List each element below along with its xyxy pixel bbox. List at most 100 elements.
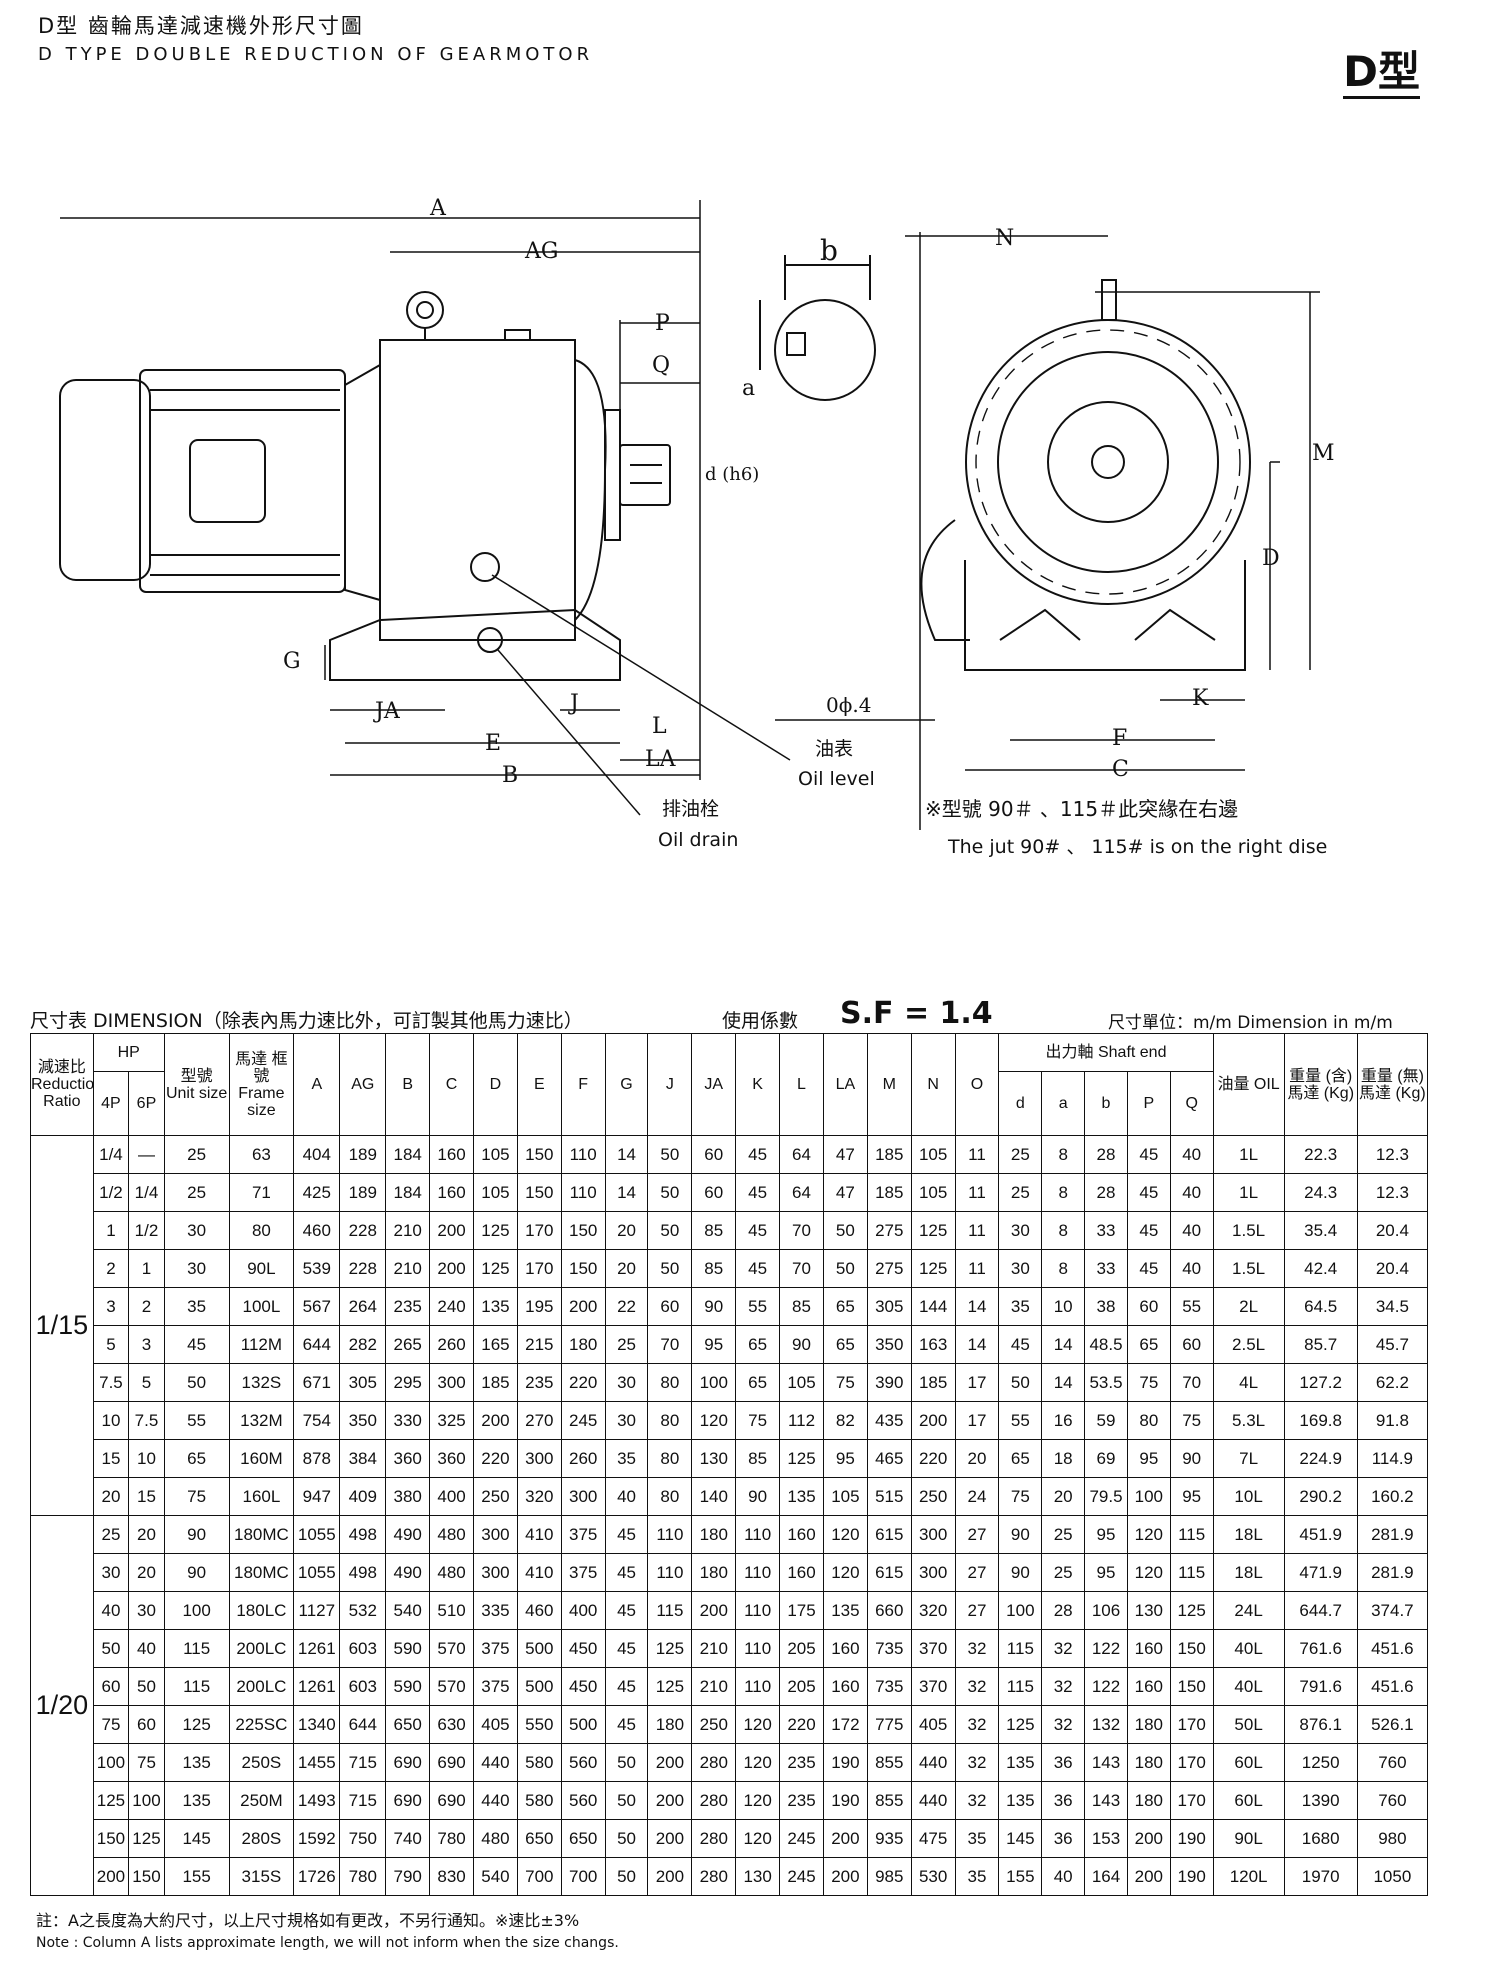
table-cell: 25 bbox=[163, 1135, 230, 1174]
table-cell: 160 bbox=[429, 1135, 474, 1174]
table-cell: 115 bbox=[998, 1667, 1043, 1706]
table-cell: 110 bbox=[735, 1553, 781, 1592]
table-cell: 65 bbox=[163, 1439, 230, 1478]
table-cell: 690 bbox=[429, 1743, 474, 1782]
oil-level-zh: 油表 bbox=[815, 738, 853, 760]
table-cell: 8 bbox=[1041, 1249, 1086, 1288]
table-cell: 200 bbox=[472, 1401, 518, 1440]
table-cell: 40 bbox=[1169, 1249, 1214, 1288]
vent-plug bbox=[504, 329, 531, 341]
header-dim-c: C bbox=[429, 1033, 474, 1136]
table-cell: 172 bbox=[822, 1705, 868, 1744]
table-cell: 132S bbox=[228, 1363, 295, 1402]
table-cell: 11 bbox=[954, 1173, 1000, 1212]
table-cell: 12.3 bbox=[1356, 1173, 1429, 1212]
gearmotor-outline-drawing: A AG P Q b a d (h6) G JA J E B L LA N M … bbox=[59, 196, 1335, 858]
footer: 註：A之長度為大約尺寸，以上尺寸規格如有更改，不另行通知。※速比±3% Note… bbox=[36, 1907, 619, 1951]
table-cell: 275 bbox=[866, 1211, 912, 1250]
table-cell: 105 bbox=[910, 1135, 956, 1174]
table-cell: 110 bbox=[735, 1515, 781, 1554]
header-dim-la: LA bbox=[822, 1033, 868, 1136]
table-cell: 180 bbox=[560, 1325, 606, 1364]
front-flange-inner bbox=[997, 351, 1219, 573]
table-cell: 140 bbox=[691, 1477, 737, 1516]
table-cell: 150 bbox=[516, 1135, 562, 1174]
table-cell: 50L bbox=[1212, 1705, 1285, 1744]
table-cell: 200 bbox=[691, 1591, 737, 1630]
table-cell: 280S bbox=[228, 1819, 295, 1858]
table-cell: 644.7 bbox=[1283, 1591, 1358, 1630]
table-cell: 235 bbox=[516, 1363, 562, 1402]
table-cell: 45 bbox=[735, 1211, 781, 1250]
table-cell: 375 bbox=[472, 1667, 518, 1706]
table-cell: 125 bbox=[910, 1249, 956, 1288]
table-cell: 228 bbox=[339, 1211, 387, 1250]
table-cell: 215 bbox=[516, 1325, 562, 1364]
dimension-table: 減速比 Reduction Ratio HP 型號 Unit size 馬達 框… bbox=[30, 1033, 1429, 1896]
table-cell: 335 bbox=[472, 1591, 518, 1630]
table-cell: 947 bbox=[293, 1477, 341, 1516]
table-cell: 15 bbox=[128, 1477, 165, 1516]
table-cell: 180MC bbox=[228, 1553, 295, 1592]
table-cell: 155 bbox=[163, 1857, 230, 1896]
table-cell: 526.1 bbox=[1356, 1705, 1429, 1744]
table-cell: 590 bbox=[385, 1667, 431, 1706]
header-dim-d: D bbox=[472, 1033, 518, 1136]
table-cell: 160 bbox=[1126, 1629, 1171, 1668]
table-cell: 498 bbox=[339, 1515, 387, 1554]
table-cell: 85.7 bbox=[1283, 1325, 1358, 1364]
table-cell: 8 bbox=[1041, 1173, 1086, 1212]
table-cell: 650 bbox=[516, 1819, 562, 1858]
table-cell: 2 bbox=[128, 1287, 165, 1326]
table-cell: 1250 bbox=[1283, 1743, 1358, 1782]
table-cell: 650 bbox=[385, 1705, 431, 1744]
table-cell: 50 bbox=[998, 1363, 1043, 1402]
footer-note-en: Note : Column A lists approximate length… bbox=[36, 1935, 619, 1951]
table-cell: 7.5 bbox=[92, 1363, 130, 1402]
table-cell: 250M bbox=[228, 1781, 295, 1820]
table-cell: 471.9 bbox=[1283, 1553, 1358, 1592]
table-cell: 180 bbox=[1126, 1705, 1171, 1744]
table-cell: 106 bbox=[1084, 1591, 1128, 1630]
table-cell: 32 bbox=[954, 1629, 1000, 1668]
dim-label-k: K bbox=[1192, 686, 1209, 711]
table-cell: 550 bbox=[516, 1705, 562, 1744]
table-cell: 440 bbox=[910, 1781, 956, 1820]
table-cell: 120 bbox=[691, 1401, 737, 1440]
table-cell: 70 bbox=[779, 1211, 824, 1250]
table-cell: 30 bbox=[128, 1591, 165, 1630]
table-cell: 150 bbox=[560, 1249, 606, 1288]
dim-label-f: F bbox=[1112, 726, 1127, 751]
table-cell: 1726 bbox=[293, 1857, 341, 1896]
table-cell: 36 bbox=[1041, 1743, 1086, 1782]
table-cell: 69 bbox=[1084, 1439, 1128, 1478]
table-cell: 350 bbox=[339, 1401, 387, 1440]
table-cell: 2.5L bbox=[1212, 1325, 1285, 1364]
table-cell: 580 bbox=[516, 1781, 562, 1820]
table-cell: 410 bbox=[516, 1553, 562, 1592]
table-cell: 150 bbox=[516, 1173, 562, 1212]
table-cell: 110 bbox=[647, 1515, 693, 1554]
table-cell: 671 bbox=[293, 1363, 341, 1402]
header-hp: HP bbox=[92, 1033, 165, 1072]
table-cell: 185 bbox=[472, 1363, 518, 1402]
table-cell: 1L bbox=[1212, 1135, 1285, 1174]
table-cell: 14 bbox=[604, 1173, 649, 1212]
table-cell: 20 bbox=[604, 1211, 649, 1250]
header-dim-ag: AG bbox=[339, 1033, 387, 1136]
table-cell: 150 bbox=[92, 1819, 130, 1858]
table-cell: 184 bbox=[385, 1173, 431, 1212]
table-cell: 105 bbox=[779, 1363, 824, 1402]
table-cell: 45 bbox=[604, 1515, 649, 1554]
header-shaft-d: d bbox=[998, 1071, 1043, 1136]
table-cell: 245 bbox=[779, 1857, 824, 1896]
table-cell: 245 bbox=[560, 1401, 606, 1440]
table-cell: 440 bbox=[910, 1743, 956, 1782]
table-cell: 115 bbox=[1169, 1553, 1214, 1592]
table-cell: 112M bbox=[228, 1325, 295, 1364]
table-cell: 16 bbox=[1041, 1401, 1086, 1440]
table-cell: 17 bbox=[954, 1363, 1000, 1402]
table-cell: 80 bbox=[647, 1477, 693, 1516]
dim-label-c: C bbox=[1112, 757, 1129, 782]
